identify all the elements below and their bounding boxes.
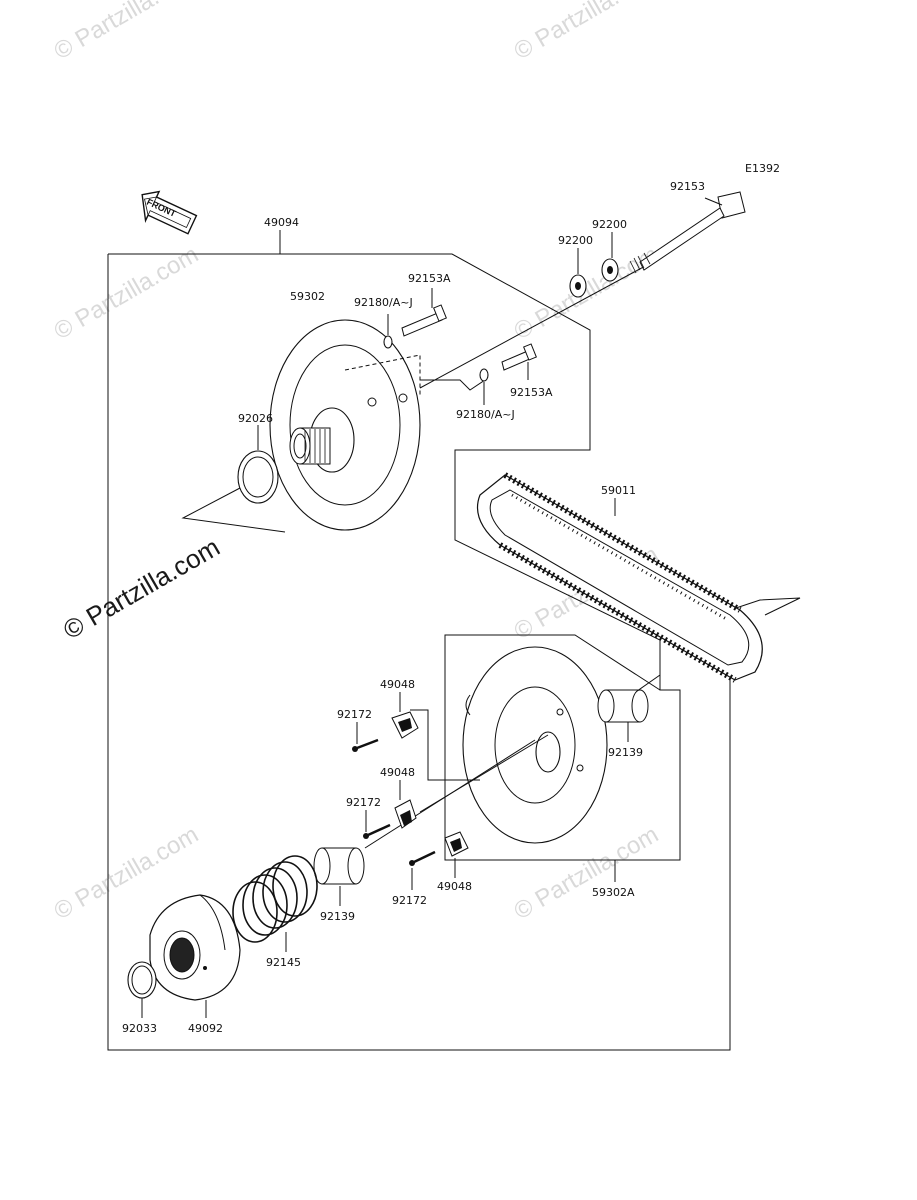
spring-92145 [232,855,318,943]
watermark-text: © Partzilla.com [50,0,204,65]
watermark-text: © Partzilla.com [50,241,204,345]
washer-hole [607,266,613,274]
watermark-main: © Partzilla.com [58,532,225,646]
watermark-text: © Partzilla.com [510,241,664,345]
cam-49092 [149,894,241,1001]
bushing-92139-left [313,847,365,885]
part-label: 92172 [392,894,427,907]
slider-49048-mid [394,799,417,829]
bushing-92139-right [597,689,649,723]
part-label: 92153A [510,386,553,399]
part-label: 49094 [264,216,299,229]
belt-pointer [729,597,801,616]
part-label: 92180/A~J [456,408,515,421]
bolt-92153a-top [401,304,447,337]
assembly-frame [107,254,731,1051]
drive-sheave-59302 [269,319,421,531]
part-label: 92153A [408,272,451,285]
bolt-92153 [629,191,746,274]
part-label: 49048 [437,880,472,893]
part-label: 92200 [592,218,627,231]
slider-49048-top [391,711,419,739]
diagram-code: E1392 [745,162,780,175]
screw-92172-top [352,738,379,752]
ring-92026-inner [242,456,274,498]
driven-sheave-59302a [462,646,608,844]
part-label: 92139 [320,910,355,923]
part-label: 49092 [188,1022,223,1035]
shaft-axis-line [419,257,661,389]
assembly-outline [108,253,681,861]
slider-49048-low [444,831,469,857]
part-label: 92145 [266,956,301,969]
circlip-92033-inner [131,965,153,995]
lower-axis-line [419,734,549,813]
washer-92180-top [383,335,393,349]
axis-callout [420,379,486,391]
front-arrow-icon [141,190,198,235]
part-label: 92172 [337,708,372,721]
part-label: 92172 [346,796,381,809]
washer-hole [575,282,581,290]
part-label: 49048 [380,766,415,779]
part-label: 92139 [608,746,643,759]
part-label: 92180/A~J [354,296,413,309]
slider-bracket [410,709,480,781]
screw-92172-low [409,850,436,866]
part-label: 59302 [290,290,325,303]
part-label: 59011 [601,484,636,497]
ring-92026 [237,450,279,504]
watermark-text: © Partzilla.com [510,0,664,65]
drive-belt-59011 [476,472,763,683]
washer-92180-mid [479,368,489,382]
bolt-92153a-mid [501,343,537,371]
shaft-pointer [181,487,286,533]
part-label: 59302A [592,886,635,899]
part-label: 92153 [670,180,705,193]
part-label: 92200 [558,234,593,247]
part-label: 92026 [238,412,273,425]
part-label: 49048 [380,678,415,691]
part-label: 92033 [122,1022,157,1035]
leader-92153 [704,197,723,206]
screw-92172-mid [363,823,391,839]
